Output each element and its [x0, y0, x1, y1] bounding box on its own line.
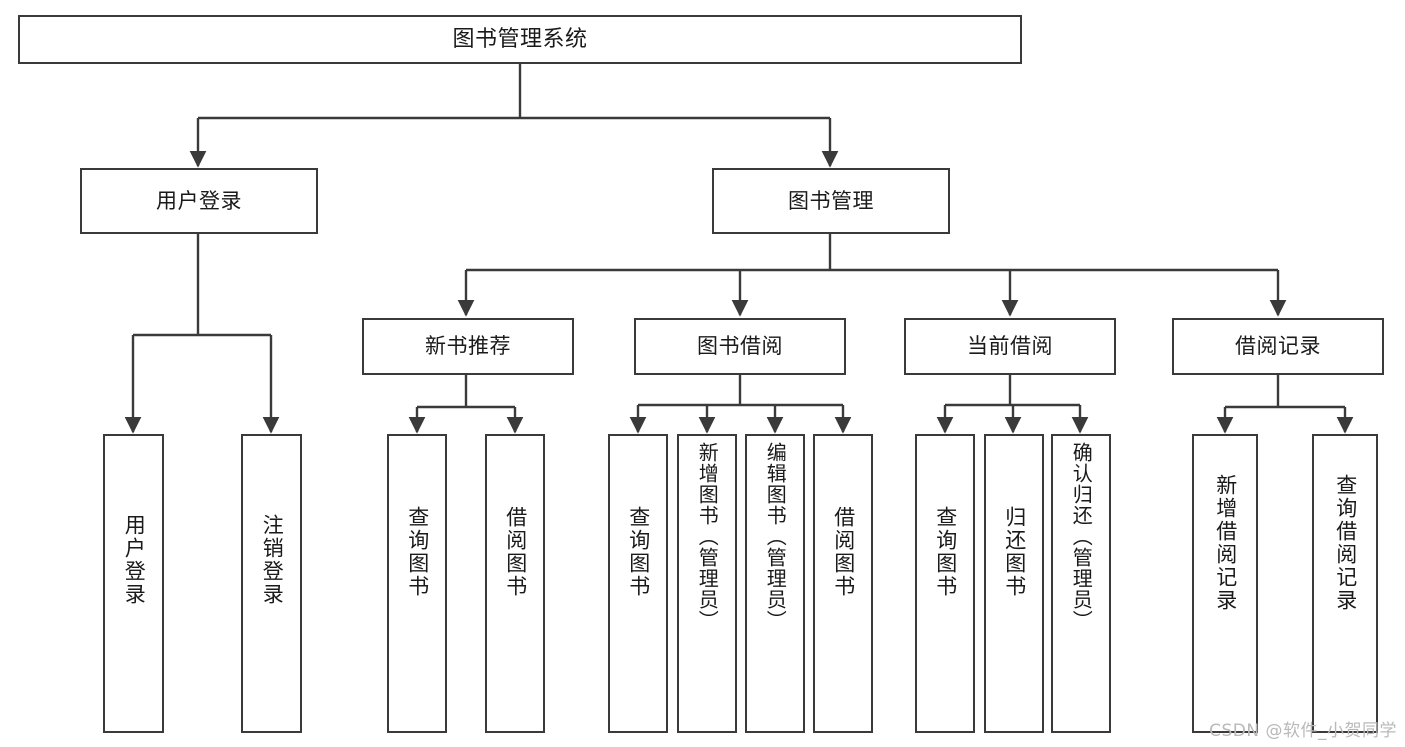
node-label: 查询图书 — [405, 506, 430, 598]
node-label: 图书借阅 — [697, 334, 783, 359]
node-label: 借阅图书 — [503, 506, 528, 598]
node-label: 图书管理 — [788, 188, 874, 213]
node-book-manage[interactable]: 图书管理 — [712, 168, 950, 234]
node-current-borrow[interactable]: 当前借阅 — [904, 318, 1116, 375]
leaf-logout-login[interactable]: 注销登录 — [241, 434, 302, 733]
node-label: 用户登录 — [156, 188, 242, 213]
node-label: 新书推荐 — [425, 334, 511, 359]
node-label: 新增图书（管理员） — [695, 442, 720, 631]
node-label: 用户登录 — [122, 514, 147, 606]
leaf-query-book-borrow[interactable]: 查询图书 — [608, 434, 668, 733]
leaf-add-book-admin[interactable]: 新增图书（管理员） — [677, 434, 737, 733]
leaf-edit-book-admin[interactable]: 编辑图书（管理员） — [745, 434, 805, 733]
leaf-query-borrow-record[interactable]: 查询借阅记录 — [1312, 434, 1378, 733]
node-label: 借阅记录 — [1235, 334, 1321, 359]
node-label: 图书管理系统 — [452, 26, 588, 52]
leaf-return-book[interactable]: 归还图书 — [984, 434, 1044, 733]
node-borrow-record[interactable]: 借阅记录 — [1172, 318, 1384, 375]
node-user-login[interactable]: 用户登录 — [80, 168, 318, 234]
csdn-watermark: CSDN @软件_小贺同学 — [1209, 721, 1397, 741]
node-root-book-management-system[interactable]: 图书管理系统 — [18, 15, 1022, 64]
node-label: 查询图书 — [933, 506, 958, 598]
leaf-confirm-return-admin[interactable]: 确认归还（管理员） — [1051, 434, 1111, 733]
node-label: 借阅图书 — [831, 506, 856, 598]
node-label: 归还图书 — [1002, 506, 1027, 598]
node-label: 编辑图书（管理员） — [763, 442, 788, 631]
leaf-borrow-book-recommend[interactable]: 借阅图书 — [485, 434, 545, 733]
node-label: 查询图书 — [626, 506, 651, 598]
node-label: 确认归还（管理员） — [1069, 442, 1094, 631]
node-book-borrow[interactable]: 图书借阅 — [634, 318, 846, 375]
node-label: 注销登录 — [260, 514, 285, 606]
leaf-borrow-book-borrow[interactable]: 借阅图书 — [813, 434, 873, 733]
node-label: 当前借阅 — [967, 334, 1053, 359]
leaf-user-login[interactable]: 用户登录 — [103, 434, 164, 733]
node-new-book-recommend[interactable]: 新书推荐 — [362, 318, 574, 375]
node-label: 新增借阅记录 — [1213, 474, 1238, 612]
leaf-add-borrow-record[interactable]: 新增借阅记录 — [1192, 434, 1258, 733]
node-label: 查询借阅记录 — [1333, 474, 1358, 612]
leaf-query-book-current[interactable]: 查询图书 — [915, 434, 975, 733]
leaf-query-book-recommend[interactable]: 查询图书 — [387, 434, 447, 733]
